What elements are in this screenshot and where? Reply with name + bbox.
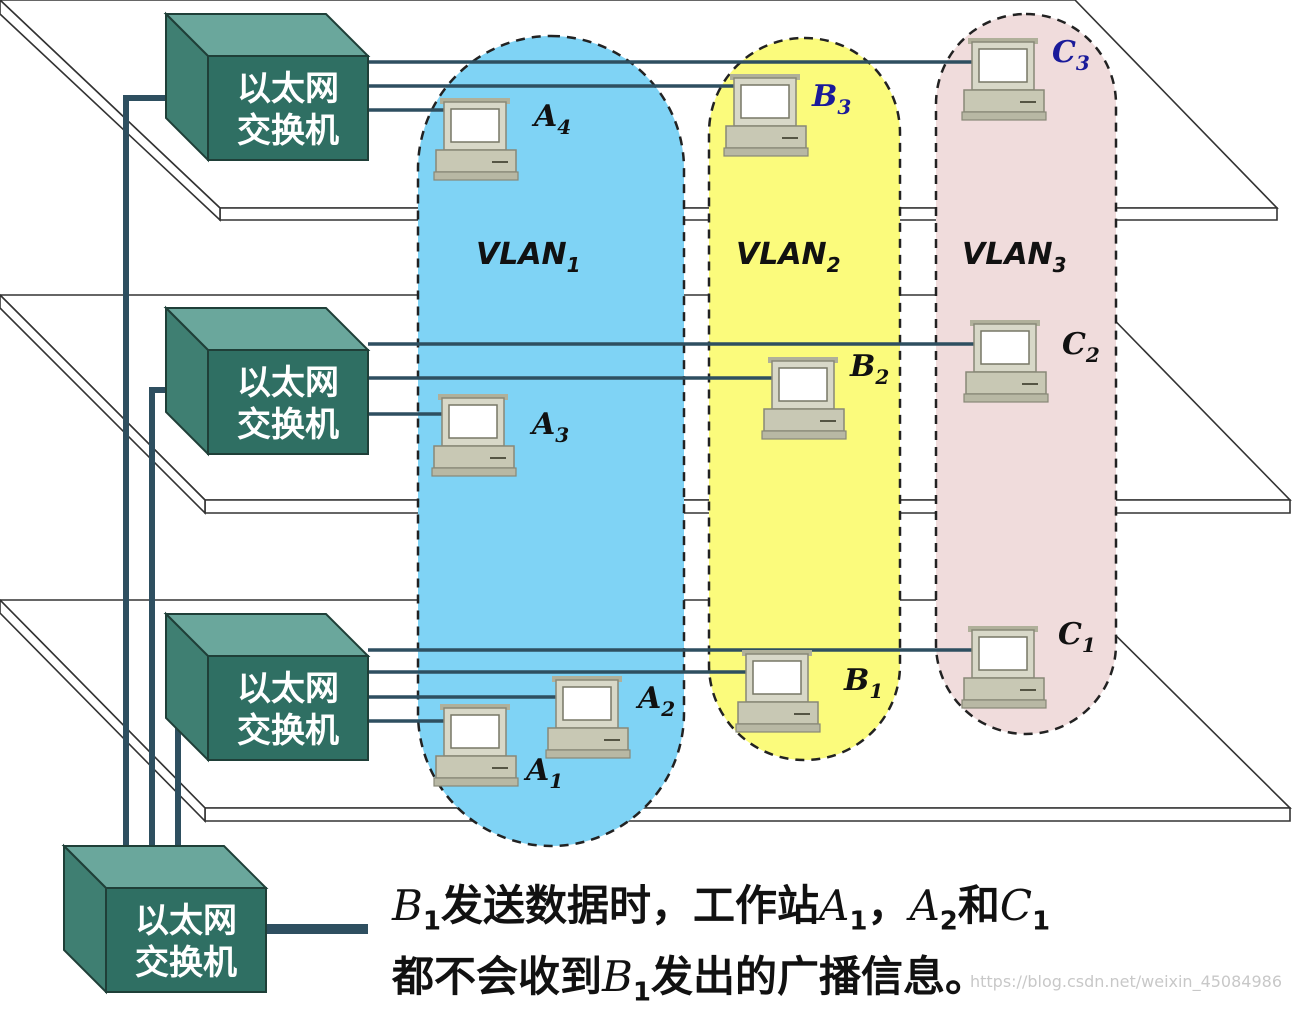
pc-a2 bbox=[545, 675, 631, 759]
pc-a3 bbox=[431, 393, 517, 477]
label-c3: C3 bbox=[1052, 35, 1090, 75]
svg-text:以太网: 以太网 bbox=[237, 363, 339, 403]
switch-backbone: 以太网 交换机 bbox=[63, 845, 267, 993]
label-a4: A4 bbox=[531, 99, 571, 139]
label-c1: C1 bbox=[1058, 617, 1096, 657]
pc-b2 bbox=[761, 356, 847, 440]
station-labels: A4 B3 C3 A3 B2 C2 A2 A1 B1 C1 bbox=[523, 35, 1100, 793]
vlan-diagram: 以太网 交换机 以太网 交换机 以太网 交换机 以太网 交换机 VLAN1 VL… bbox=[0, 0, 1292, 993]
pc-c1 bbox=[961, 625, 1047, 709]
label-c2: C2 bbox=[1062, 327, 1100, 367]
vlan2-label: VLAN2 bbox=[736, 237, 841, 277]
vlan1-label: VLAN1 bbox=[476, 237, 581, 277]
svg-text:交换机: 交换机 bbox=[135, 943, 237, 983]
vlan-regions bbox=[416, 12, 1118, 848]
pc-b1 bbox=[735, 649, 821, 733]
vlan1-region bbox=[416, 34, 686, 848]
pc-c2 bbox=[963, 319, 1049, 403]
label-b1: B1 bbox=[843, 663, 883, 703]
pc-a4 bbox=[433, 97, 519, 181]
svg-text:交换机: 交换机 bbox=[237, 711, 339, 751]
label-b2: B2 bbox=[849, 349, 889, 389]
label-a1: A1 bbox=[523, 753, 563, 793]
pc-a1 bbox=[433, 703, 519, 787]
switch-floor-1: 以太网 交换机 bbox=[165, 613, 369, 761]
svg-text:以太网: 以太网 bbox=[135, 901, 237, 941]
switch-floor-2: 以太网 交换机 bbox=[165, 307, 369, 455]
station-cables bbox=[368, 60, 1004, 723]
label-a2: A2 bbox=[635, 681, 675, 721]
pc-b3 bbox=[723, 73, 809, 157]
label-a3: A3 bbox=[529, 407, 569, 447]
switches: 以太网 交换机 以太网 交换机 以太网 交换机 以太网 交换机 bbox=[63, 13, 369, 993]
svg-text:以太网: 以太网 bbox=[237, 669, 339, 709]
vlan3-label: VLAN3 bbox=[962, 237, 1067, 277]
pc-c3 bbox=[961, 37, 1047, 121]
switch-floor-3: 以太网 交换机 bbox=[165, 13, 369, 161]
svg-text:以太网: 以太网 bbox=[237, 69, 339, 109]
svg-text:交换机: 交换机 bbox=[237, 405, 339, 445]
svg-text:交换机: 交换机 bbox=[237, 111, 339, 151]
vlan-labels: VLAN1 VLAN2 VLAN3 bbox=[476, 237, 1067, 277]
watermark: https://blog.csdn.net/weixin_45084986 bbox=[969, 972, 1282, 991]
label-b3: B3 bbox=[811, 79, 851, 119]
